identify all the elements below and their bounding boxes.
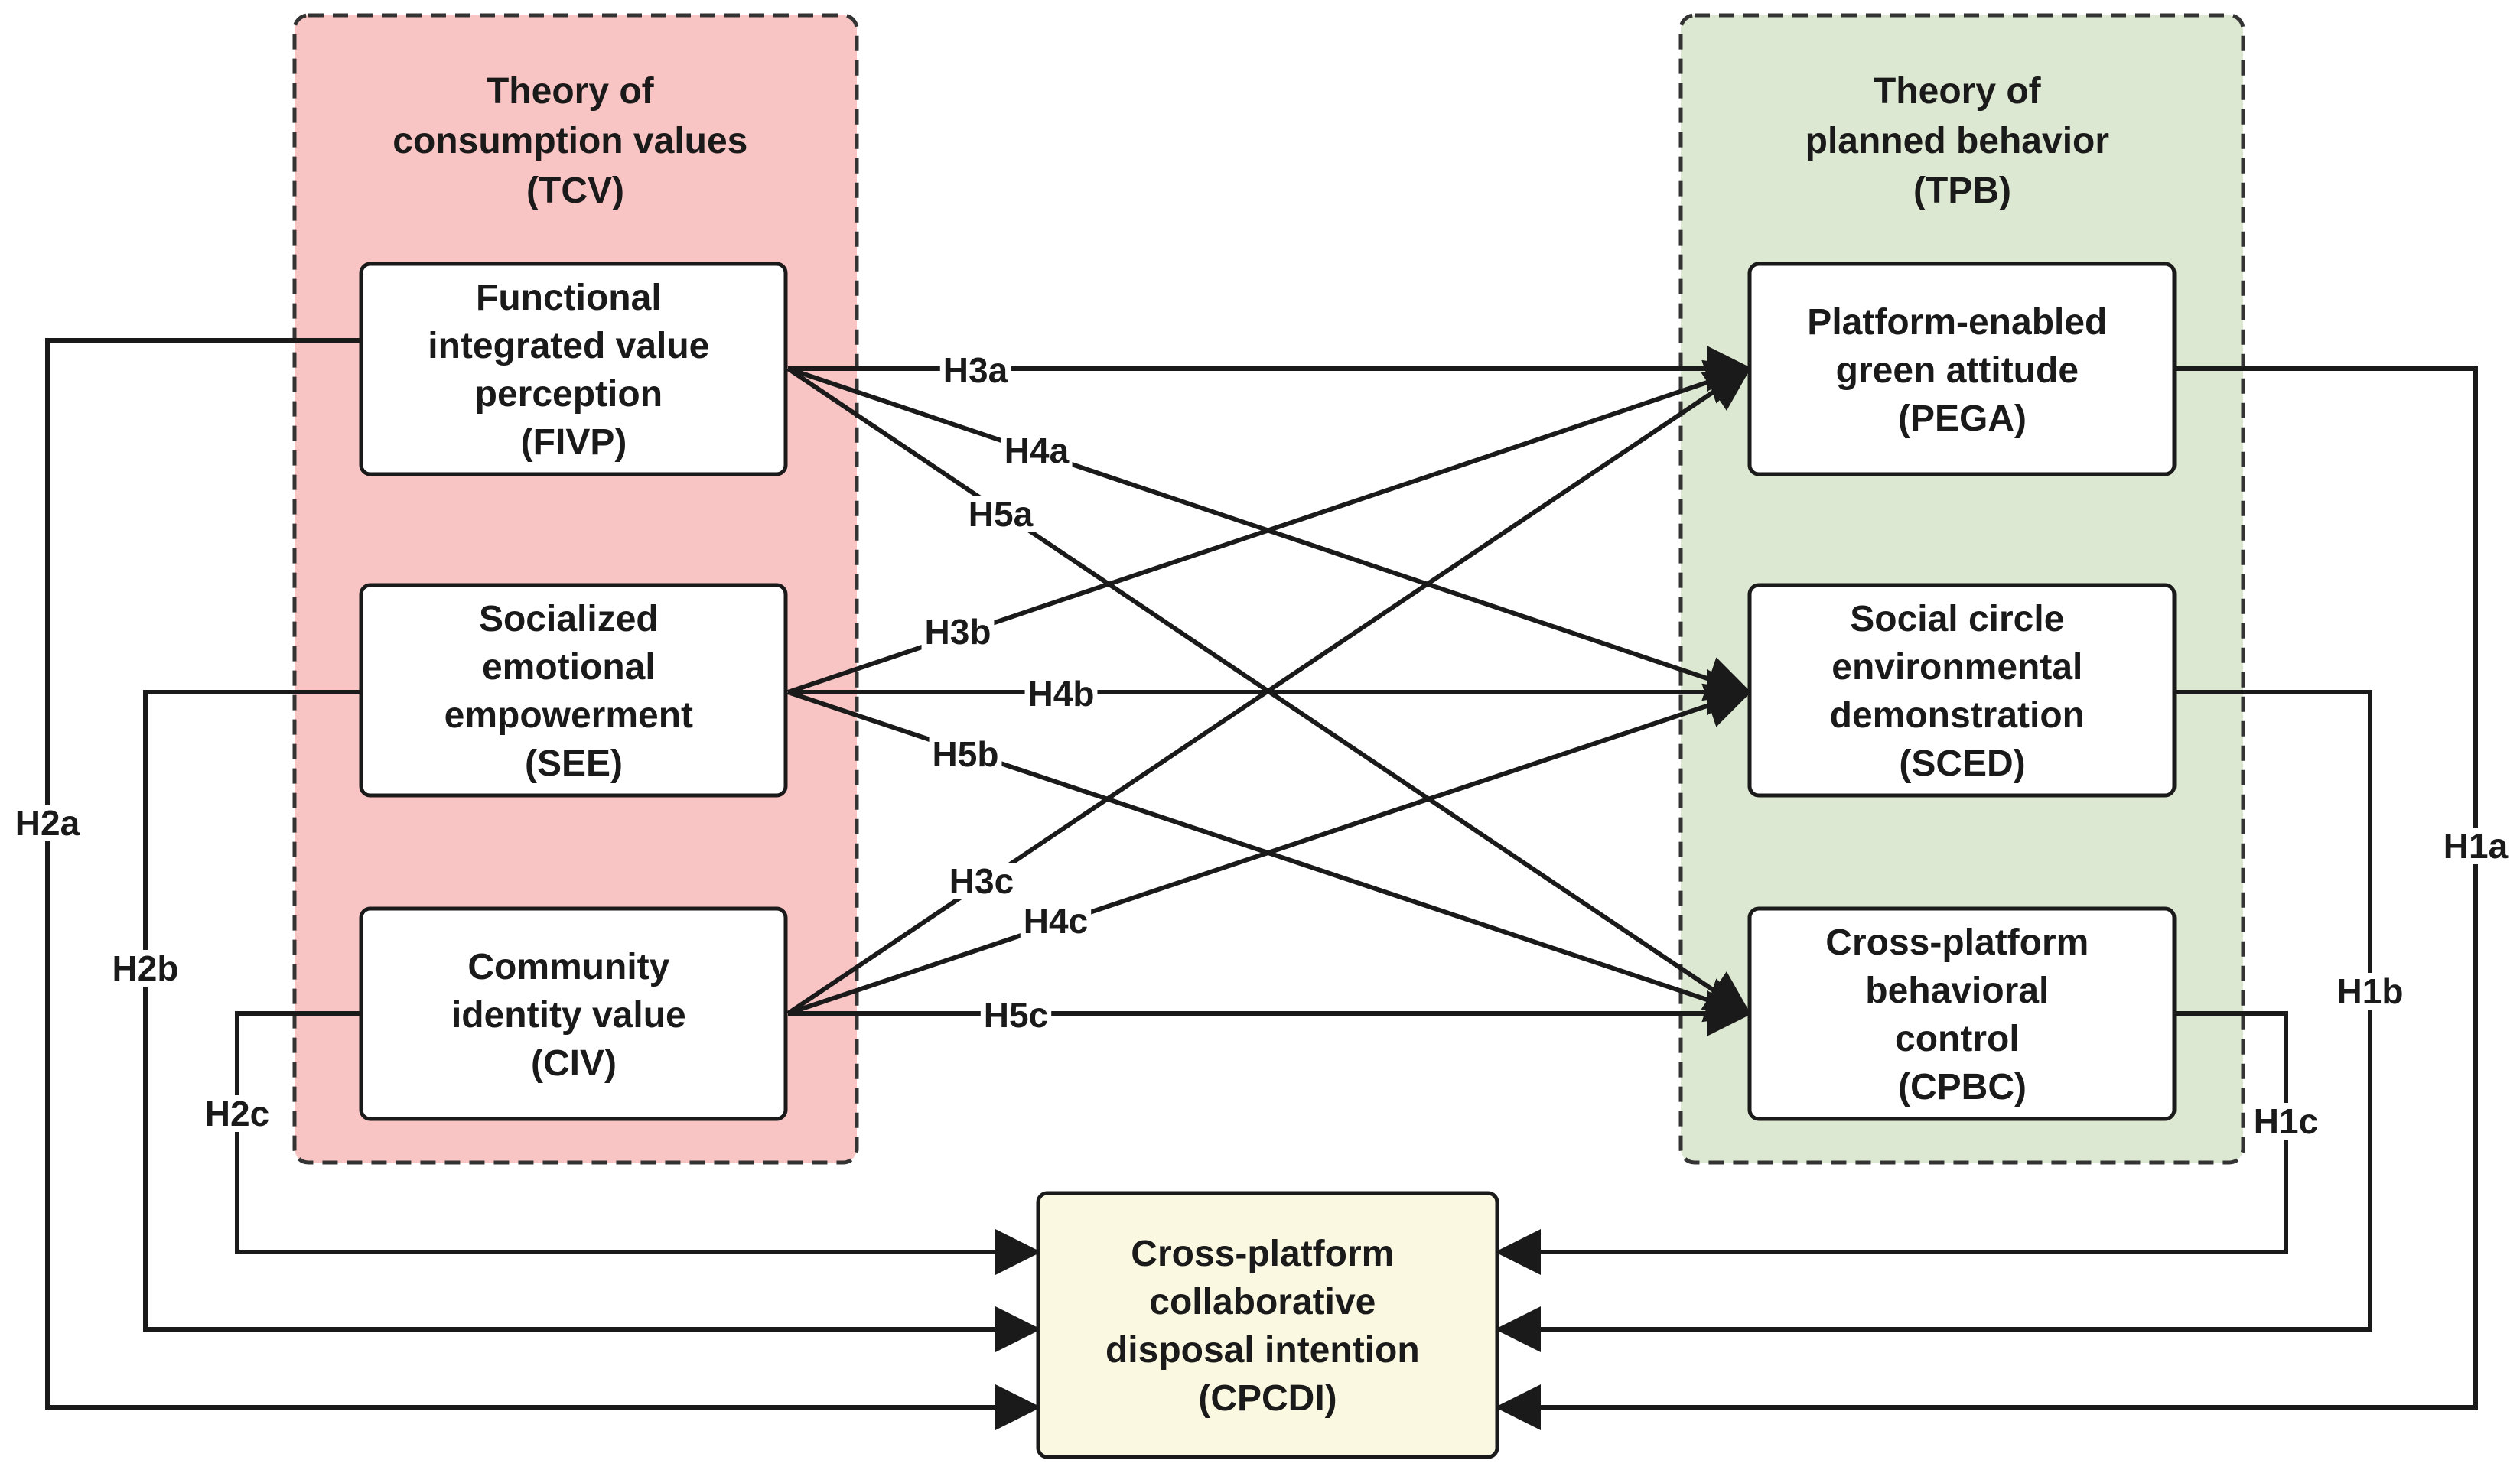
label-h1b-backdrop bbox=[2333, 973, 2407, 1010]
label-h2c-backdrop bbox=[201, 1095, 273, 1132]
sced-label: Social circle environmental demonstratio… bbox=[1830, 599, 2095, 784]
label-h2a-backdrop bbox=[11, 805, 83, 841]
label-h1a-backdrop bbox=[2440, 828, 2512, 864]
label-h2b-backdrop bbox=[109, 950, 182, 987]
label-h2a: H2a bbox=[15, 803, 80, 843]
tpb-group-title: Theory of planned behavior (TPB) bbox=[1805, 71, 2120, 211]
sced-box bbox=[1747, 583, 2177, 798]
path-h4c bbox=[787, 683, 1753, 1016]
label-h4b: H4b bbox=[1028, 674, 1095, 714]
see-label: Socialized emotional empowerment (SEE) bbox=[444, 599, 704, 784]
path-h1a bbox=[1495, 366, 2478, 1430]
label-h3a: H3a bbox=[943, 350, 1008, 390]
label-h3a-backdrop bbox=[939, 352, 1011, 389]
label-h4b-backdrop bbox=[1024, 675, 1098, 712]
label-h3b-backdrop bbox=[921, 613, 995, 650]
path-h2a bbox=[45, 338, 1041, 1430]
label-h1b: H1b bbox=[2337, 971, 2404, 1011]
label-h5b: H5b bbox=[933, 734, 999, 774]
civ-box bbox=[359, 906, 788, 1121]
label-h3c: H3c bbox=[949, 861, 1014, 901]
pega-box bbox=[1747, 262, 2177, 476]
hypothesis-labels: H3a H4a H5a H3b H4b H5b H3c H4c H5c H2a … bbox=[11, 350, 2512, 1141]
label-h2c: H2c bbox=[205, 1094, 269, 1133]
label-h1c: H1c bbox=[2254, 1101, 2318, 1141]
fivp-box bbox=[359, 262, 788, 476]
see-box bbox=[359, 583, 788, 798]
path-h2b bbox=[143, 690, 1041, 1352]
label-h5c-backdrop bbox=[980, 997, 1052, 1033]
path-h1b bbox=[1495, 690, 2372, 1352]
label-h3b: H3b bbox=[925, 612, 991, 652]
cpbc-box bbox=[1747, 906, 2177, 1121]
tcv-group-title: Theory of consumption values (TCV) bbox=[392, 71, 757, 211]
label-h5a: H5a bbox=[969, 494, 1034, 534]
fivp-label: Functional integrated value perception (… bbox=[428, 278, 719, 463]
label-h1c-backdrop bbox=[2250, 1103, 2322, 1140]
label-h5c: H5c bbox=[984, 995, 1048, 1035]
cpcdi-label: Cross-platform collaborative disposal in… bbox=[1105, 1234, 1430, 1419]
label-h4a-backdrop bbox=[1001, 432, 1073, 469]
label-h1a: H1a bbox=[2443, 826, 2509, 866]
label-h4a: H4a bbox=[1004, 431, 1070, 470]
civ-label: Community identity value (CIV) bbox=[451, 947, 696, 1084]
label-h3c-backdrop bbox=[946, 863, 1017, 899]
pega-label: Platform-enabled green attitude (PEGA) bbox=[1807, 302, 2117, 439]
label-h5b-backdrop bbox=[929, 736, 1002, 772]
path-h2c bbox=[235, 1011, 1041, 1275]
label-h2b: H2b bbox=[112, 948, 179, 988]
path-h3c bbox=[786, 366, 1752, 1016]
label-h4c: H4c bbox=[1024, 901, 1088, 941]
label-h4c-backdrop bbox=[1020, 902, 1092, 939]
cpbc-label: Cross-platform behavioral control (CPBC) bbox=[1825, 922, 2098, 1107]
label-h5a-backdrop bbox=[965, 496, 1037, 532]
cpcdi-box bbox=[1036, 1191, 1499, 1459]
